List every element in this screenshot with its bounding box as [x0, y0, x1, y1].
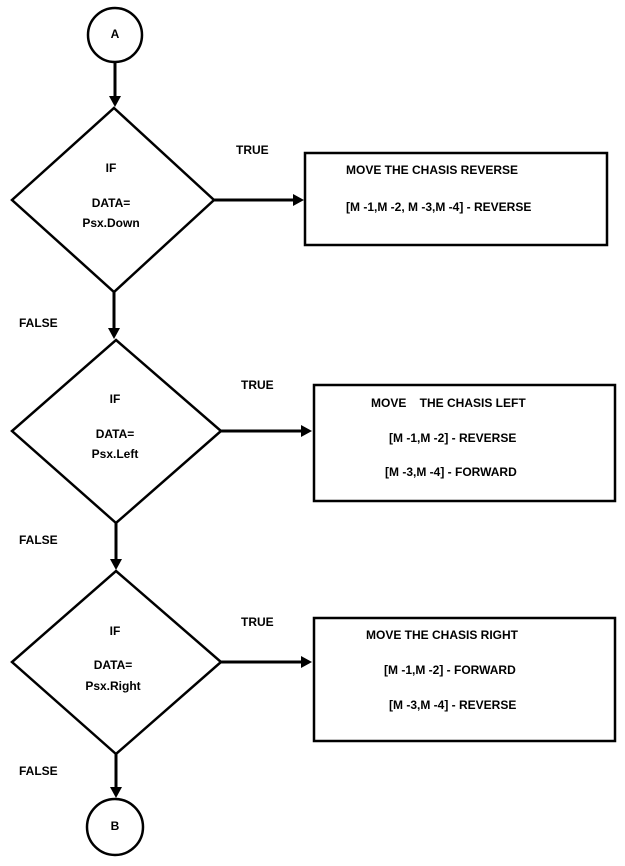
decision-1: IF DATA= Psx.Down: [10, 106, 216, 294]
decision-2-data-label: DATA=: [96, 427, 135, 441]
action-box-3-line-2: [M -3,M -4] - REVERSE: [389, 698, 516, 712]
decision-1-value: Psx.Down: [82, 216, 139, 230]
decision-1-true-label: TRUE: [236, 143, 269, 157]
decision-1-if-label: IF: [106, 161, 117, 175]
action-box-2-title: MOVE THE CHASIS LEFT: [371, 396, 526, 410]
action-box-1-rect: [303, 151, 609, 247]
arrowhead-decision-3-false: [110, 787, 122, 798]
end-connector: B: [85, 797, 145, 857]
action-box-1-line-1: [M -1,M -2, M -3,M -4] - REVERSE: [346, 200, 531, 214]
arrowhead-decision-1-true: [293, 194, 304, 206]
decision-2-value: Psx.Left: [92, 447, 139, 461]
decision-2-false-label: FALSE: [19, 533, 58, 547]
start-connector-label: A: [111, 27, 120, 41]
end-connector-circle: [85, 797, 145, 857]
action-box-3-title: MOVE THE CHASIS RIGHT: [366, 628, 519, 642]
decision-3: IF DATA= Psx.Right: [10, 569, 223, 756]
start-connector: A: [86, 6, 144, 64]
decision-1-data-label: DATA=: [92, 196, 131, 210]
decision-3-data-label: DATA=: [94, 658, 133, 672]
arrowhead-start-to-decision-1: [109, 96, 121, 107]
arrowhead-decision-2-false: [110, 559, 122, 570]
decision-2: IF DATA= Psx.Left: [10, 338, 223, 525]
action-box-2-line-1: [M -1,M -2] - REVERSE: [389, 431, 516, 445]
decision-3-value: Psx.Right: [85, 679, 140, 693]
action-box-3: MOVE THE CHASIS RIGHT [M -1,M -2] - FORW…: [312, 616, 617, 743]
decision-2-if-label: IF: [110, 392, 121, 406]
decision-1-false-label: FALSE: [19, 316, 58, 330]
decision-3-false-label: FALSE: [19, 764, 58, 778]
action-box-1-title: MOVE THE CHASIS REVERSE: [346, 163, 518, 177]
arrowhead-decision-2-true: [301, 425, 312, 437]
arrowhead-decision-1-false: [108, 328, 120, 339]
decision-2-true-label: TRUE: [241, 378, 274, 392]
action-box-2: MOVE THE CHASIS LEFT [M -1,M -2] - REVER…: [312, 383, 617, 503]
action-box-2-rect: [312, 383, 617, 503]
decision-3-true-label: TRUE: [241, 615, 274, 629]
action-box-1: MOVE THE CHASIS REVERSE [M -1,M -2, M -3…: [303, 151, 609, 247]
end-connector-label: B: [111, 819, 120, 833]
action-box-2-line-2: [M -3,M -4] - FORWARD: [385, 465, 517, 479]
action-box-3-line-1: [M -1,M -2] - FORWARD: [384, 663, 516, 677]
arrowhead-decision-3-true: [301, 656, 312, 668]
decision-3-if-label: IF: [110, 624, 121, 638]
action-box-3-rect: [312, 616, 617, 743]
